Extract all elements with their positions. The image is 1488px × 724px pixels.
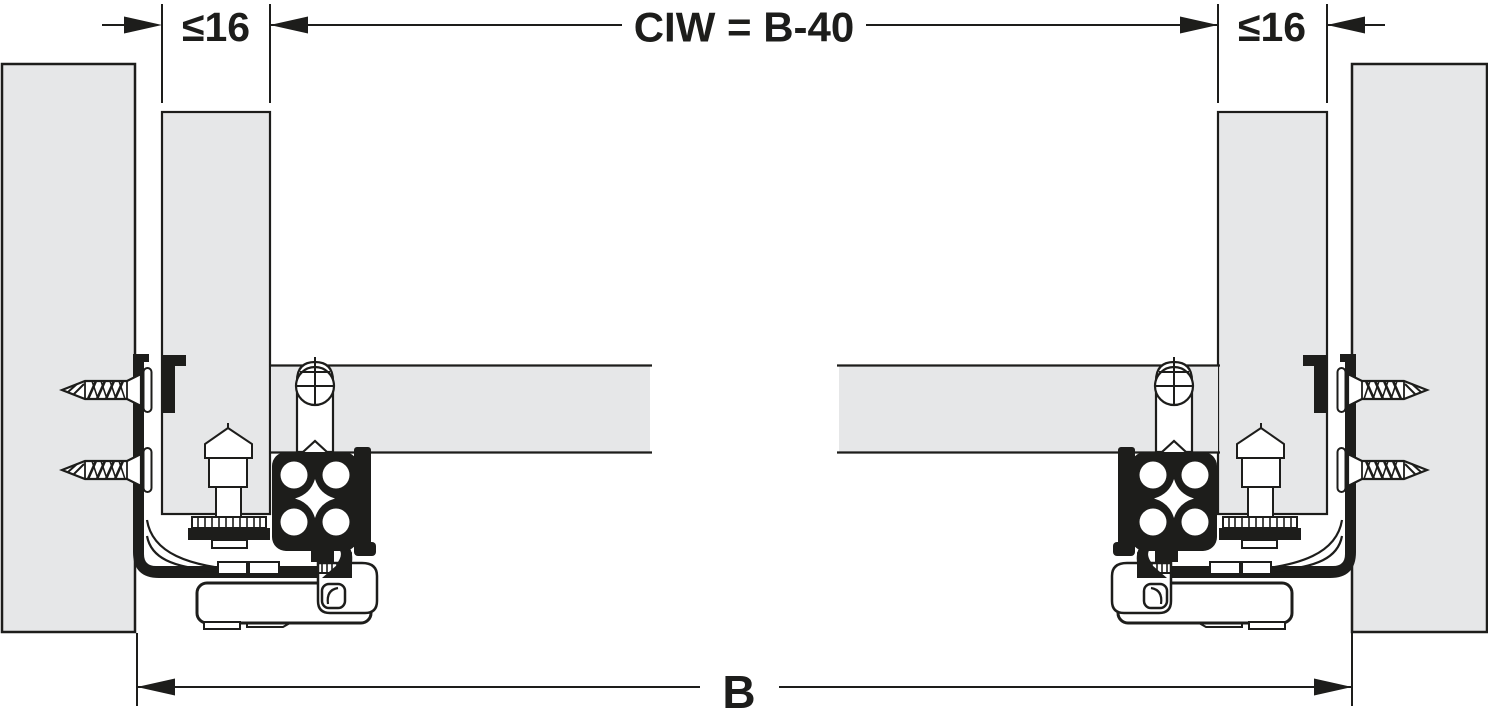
dimension-label-right-gap: ≤16	[1238, 4, 1306, 50]
top-dimension-lines: ≤16 CIW = B-40 ≤16	[102, 4, 1385, 103]
dimension-label-left-gap: ≤16	[182, 4, 250, 50]
bottom-dimension-line: B	[136, 633, 1353, 718]
arrowhead-icon	[1327, 16, 1365, 34]
dimension-label-ciw: CIW = B-40	[634, 4, 855, 51]
arrowhead-icon	[270, 16, 308, 34]
cabinet-side-panel-left	[0, 62, 137, 634]
arrowhead-icon	[124, 16, 162, 34]
dimension-label-width-b: B	[722, 666, 755, 718]
arrowhead-icon	[1180, 16, 1218, 34]
cabinet-side-panel-right	[1350, 62, 1488, 634]
arrowhead-icon	[137, 678, 175, 696]
arrowhead-icon	[1314, 678, 1352, 696]
